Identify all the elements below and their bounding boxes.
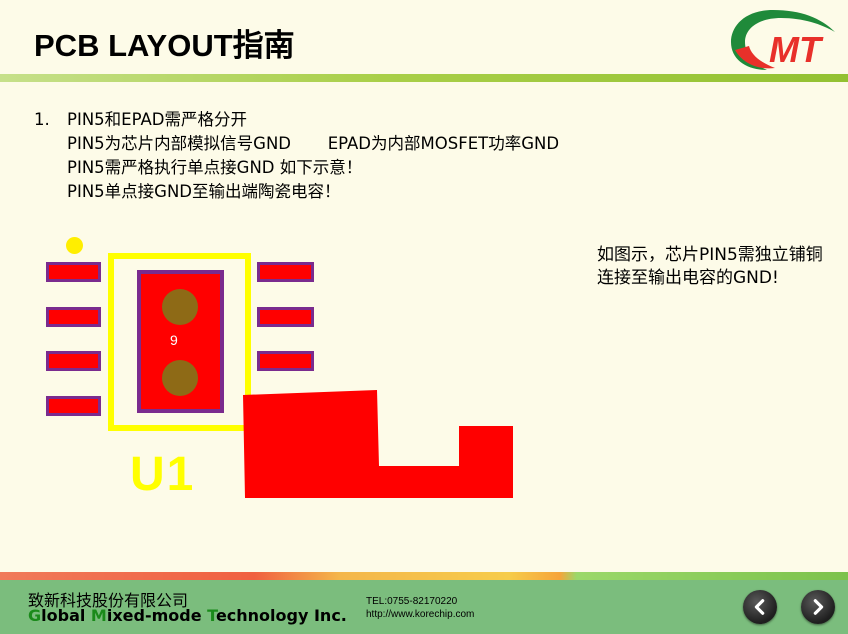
- company-name-cn: 致新科技股份有限公司: [28, 591, 189, 610]
- instruction-text: PIN5和EPAD需严格分开: [67, 110, 247, 129]
- pad-left-4: [46, 396, 101, 416]
- slide-title: PCB LAYOUT指南: [34, 28, 295, 63]
- item-number: 1.: [34, 110, 50, 129]
- telephone: TEL:0755-82170220: [366, 596, 458, 607]
- pad-left-3: [46, 351, 101, 371]
- pad-number: 9: [170, 332, 178, 348]
- pad-left-2: [46, 307, 101, 327]
- company-word: ixed-mode: [106, 606, 208, 625]
- instruction-line-1: 1. PIN5和EPAD需严格分开: [34, 108, 559, 132]
- instruction-line-2: PIN5为芯片内部模拟信号GND EPAD为内部MOSFET功率GND: [67, 134, 560, 153]
- instruction-list: 1. PIN5和EPAD需严格分开 PIN5为芯片内部模拟信号GND EPAD为内…: [34, 108, 559, 204]
- thermal-via-top: [162, 289, 198, 325]
- next-slide-button[interactable]: [801, 590, 835, 624]
- pad-left-1: [46, 262, 101, 282]
- company-word: echnology Inc.: [215, 606, 347, 625]
- pad-right-1: [257, 262, 314, 282]
- logo-text: MT: [769, 29, 824, 70]
- previous-slide-button[interactable]: [743, 590, 777, 624]
- instruction-line-3: PIN5需严格执行单点接GND 如下示意！: [67, 158, 363, 177]
- thermal-via-bottom: [162, 360, 198, 396]
- pin1-marker: [66, 237, 83, 254]
- instruction-line-4: PIN5单点接GND至输出端陶瓷电容！: [67, 182, 341, 201]
- company-initial: G: [28, 606, 42, 625]
- company-word: lobal: [41, 606, 91, 625]
- company-name-en: Global Mixed-mode Technology Inc.: [28, 606, 347, 625]
- logo-swoosh-accent: [735, 46, 775, 69]
- company-logo: MT: [731, 10, 835, 70]
- silkscreen-outline: [108, 253, 251, 431]
- copper-pour: [243, 390, 513, 498]
- reference-designator: U1: [130, 448, 196, 501]
- title-underline-bar: [0, 74, 848, 82]
- footer: 致新科技股份有限公司 Global Mixed-mode Technology …: [0, 580, 848, 634]
- pad-right-3: [257, 351, 314, 371]
- footer-color-stripe: [0, 572, 848, 580]
- side-note: 如图示，芯片PIN5需独立铺铜连接至输出电容的GND!: [597, 245, 823, 288]
- company-initial: T: [207, 606, 216, 625]
- chevron-right-icon: [813, 599, 824, 615]
- website-url: http://www.korechip.com: [366, 609, 475, 620]
- company-initial: M: [90, 606, 107, 625]
- pad-right-2: [257, 307, 314, 327]
- chevron-left-icon: [754, 599, 765, 615]
